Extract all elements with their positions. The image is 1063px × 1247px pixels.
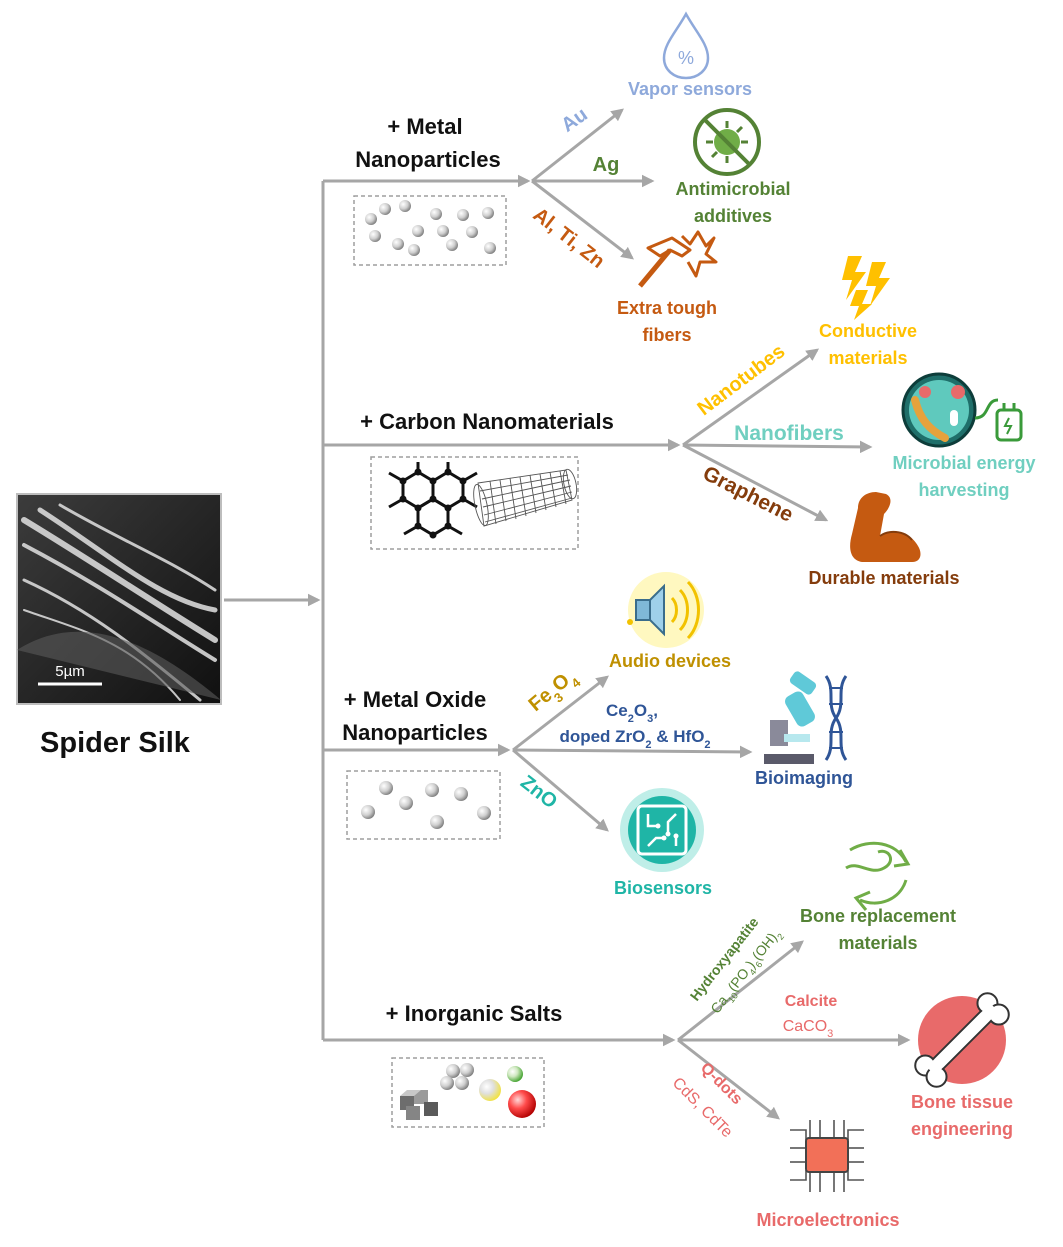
arrow-label-au: Au [557, 103, 591, 136]
carbon-nanotube-icon [473, 468, 578, 527]
arrow-label-graphene: Graphene [699, 462, 797, 527]
microchip-icon [785, 1115, 869, 1199]
no-virus-icon [693, 108, 761, 176]
water-drop-icon: % [662, 11, 710, 80]
app-bone-tissue-line2: engineering [911, 1119, 1013, 1139]
hammer-icon [638, 230, 718, 288]
lightning-icon [842, 256, 890, 320]
spider-silk-sem-image: 5µm [16, 493, 222, 705]
scale-bar-label: 5µm [55, 663, 84, 680]
speaker-icon [627, 572, 704, 648]
oxide-title-line1: + Metal Oxide [344, 687, 486, 712]
app-vapor-sensors: Vapor sensors [628, 79, 752, 99]
app-microbial-line1: Microbial energy [892, 453, 1035, 473]
app-tough-line1: Extra tough [617, 298, 717, 318]
circuit-chip-icon [620, 788, 704, 872]
oxide-nanoparticle-box [346, 770, 501, 840]
salt-crystal-cubes [400, 1090, 438, 1120]
recycle-bone-icon [845, 841, 911, 911]
app-bone-tissue-line1: Bone tissue [911, 1092, 1013, 1112]
branch-inorganic-salts: + Inorganic Salts Hydroxyapatite Ca10( [386, 841, 1013, 1230]
app-conductive-line2: materials [828, 348, 907, 368]
app-antimicrobial-line2: additives [694, 206, 772, 226]
app-audio-devices: Audio devices [609, 651, 731, 671]
arrow-label-ag: Ag [593, 154, 620, 176]
carbon-structure-box [370, 456, 579, 550]
metal-title-line2: Nanoparticles [355, 147, 501, 172]
oxide-title-line2: Nanoparticles [342, 720, 488, 745]
microscope-dna-icon [764, 671, 848, 764]
app-microbial-line2: harvesting [918, 480, 1009, 500]
app-antimicrobial-line1: Antimicrobial [675, 179, 790, 199]
metal-nanoparticle-box [353, 195, 507, 266]
arrow-label-calcite-formula: CaCO3 [783, 1018, 834, 1040]
salts-particle-box [391, 1057, 545, 1128]
app-conductive-line1: Conductive [819, 321, 917, 341]
arrow-label-al-ti-zn: Al, Ti, Zn [529, 204, 609, 273]
branch-metal-nanoparticles: + Metal Nanoparticles Au Ag Al, Ti, Zn [353, 11, 791, 345]
app-microelectronics: Microelectronics [756, 1210, 899, 1230]
app-tough-line2: fibers [642, 325, 691, 345]
microbe-plug-icon [901, 372, 1023, 448]
arrow-label-calcite: Calcite [785, 993, 838, 1010]
carbon-title: + Carbon Nanomaterials [360, 409, 614, 434]
metal-title-line1: + Metal [387, 114, 462, 139]
arrow-label-nanofibers: Nanofibers [734, 422, 844, 445]
source-label: Spider Silk [40, 727, 191, 759]
app-biosensors: Biosensors [614, 878, 712, 898]
app-bone-replacement-line1: Bone replacement [800, 906, 956, 926]
trunk-lines [224, 174, 681, 1047]
arrow-label-hydroxyapatite: Hydroxyapatite [687, 914, 762, 1004]
arrow-label-zro2-hfo2: doped ZrO2 & HfO2 [559, 727, 710, 751]
app-durable-materials: Durable materials [808, 568, 959, 588]
arrow-label-zno: ZnO [516, 771, 561, 813]
salts-title: + Inorganic Salts [386, 1001, 563, 1026]
svg-text:%: % [678, 48, 694, 68]
arrow-label-ce2o3: Ce2O3, [606, 701, 658, 725]
muscle-arm-icon [850, 492, 921, 562]
arrow-label-fe3o4: Fe3O4 [525, 664, 584, 720]
bone-icon [914, 992, 1010, 1088]
branch-metal-oxide-nanoparticles: + Metal Oxide Nanoparticles Fe3O4 Ce2O3,… [342, 572, 853, 898]
app-bioimaging: Bioimaging [755, 768, 853, 788]
app-bone-replacement-line2: materials [838, 933, 917, 953]
